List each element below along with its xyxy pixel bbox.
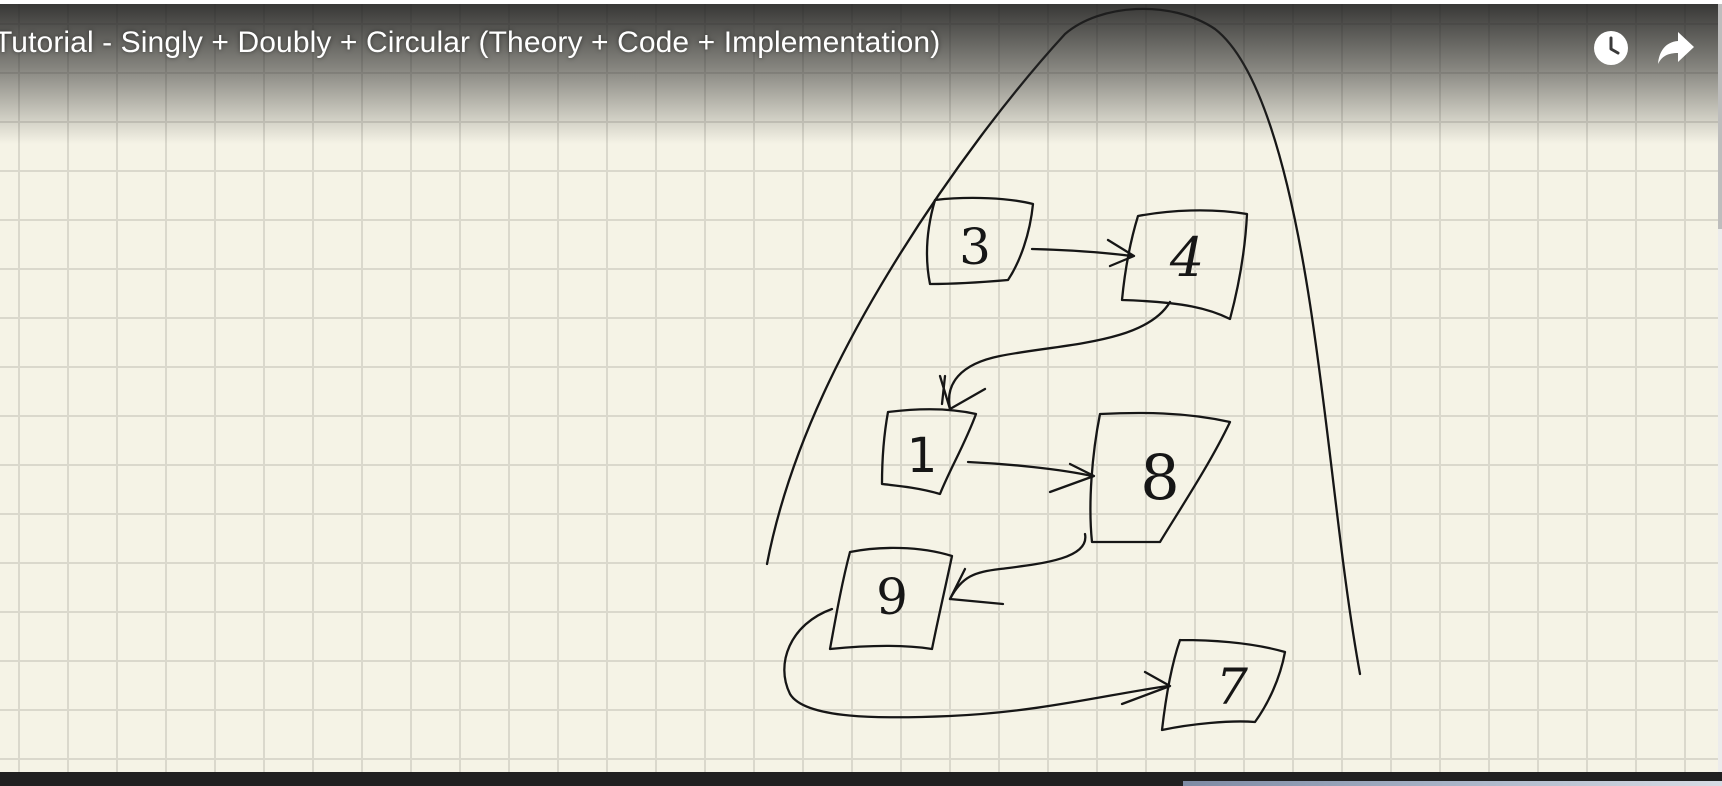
linked-list-drawing: 3 4 1 8 9 7 — [765, 7, 1362, 732]
video-thumbnail-strip — [1183, 781, 1722, 786]
node-3: 3 — [925, 196, 1035, 286]
node-3-label: 3 — [959, 218, 991, 276]
video-title[interactable]: Tutorial - Singly + Doubly + Circular (T… — [0, 26, 941, 59]
arrow-1-to-8 — [966, 460, 1094, 478]
node-8-label: 8 — [1140, 441, 1179, 514]
node-9: 9 — [828, 546, 954, 651]
node-4-label: 4 — [1169, 226, 1204, 289]
node-9-label: 9 — [876, 568, 908, 626]
arrow-8-to-9 — [948, 532, 1087, 601]
node-4: 4 — [1120, 209, 1249, 321]
page-scrollbar[interactable] — [1718, 4, 1722, 776]
node-1: 1 — [880, 408, 978, 496]
arrow-3-to-4 — [1030, 247, 1134, 258]
node-8: 8 — [1089, 411, 1232, 544]
arrow-9-to-7 — [783, 607, 1170, 719]
node-7-label: 7 — [1216, 658, 1248, 716]
watch-later-button[interactable] — [1589, 26, 1633, 70]
node-7: 7 — [1160, 638, 1287, 732]
clock-icon — [1594, 31, 1628, 65]
video-player[interactable]: 3 4 1 8 9 7 — [0, 4, 1722, 776]
share-arrow-icon — [1658, 32, 1694, 64]
share-button[interactable] — [1654, 26, 1698, 70]
arrow-4-to-1 — [947, 300, 1172, 411]
circular-arc — [765, 7, 1362, 676]
node-1-label: 1 — [907, 428, 938, 484]
